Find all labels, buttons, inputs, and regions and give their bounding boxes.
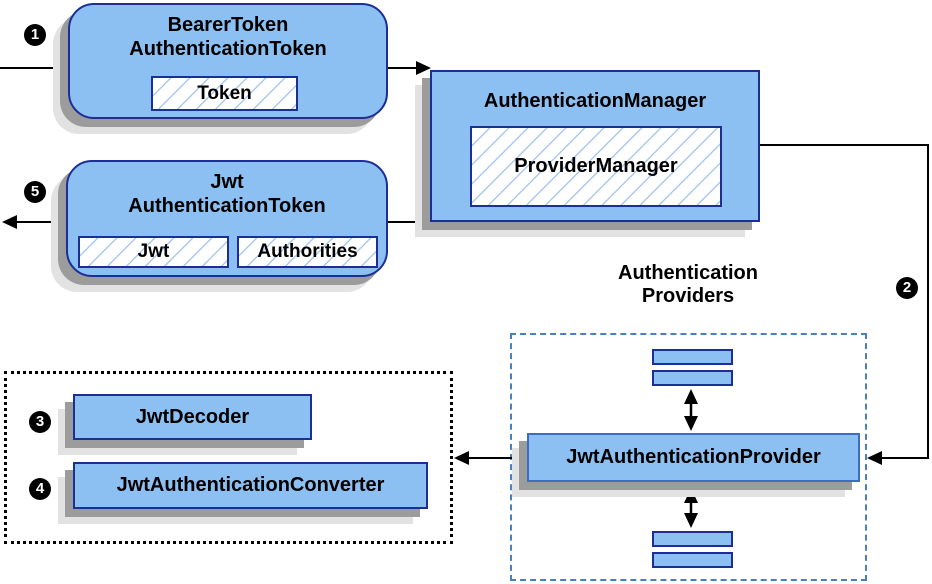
token-chip: Token <box>151 76 298 111</box>
arrowhead-left-icon <box>454 451 469 465</box>
step-3-badge: 3 <box>29 411 51 433</box>
jwt-authentication-token-box: Jwt AuthenticationToken Jwt Authorities <box>66 160 388 277</box>
provider-stack-bar <box>652 349 733 365</box>
arrowhead-left-icon <box>867 451 882 465</box>
step-4-badge: 4 <box>29 478 51 500</box>
authentication-providers-label-line1: Authentication <box>618 262 758 284</box>
authorities-chip: Authorities <box>237 236 378 268</box>
arrowhead-right-icon <box>416 61 431 75</box>
jwt-token-title-line2: AuthenticationToken <box>128 195 326 217</box>
provider-manager-chip: ProviderManager <box>470 126 722 207</box>
provider-stack-bar <box>652 370 733 386</box>
authentication-manager-title: AuthenticationManager <box>483 90 707 112</box>
jwt-authentication-converter-box: JwtAuthenticationConverter <box>73 462 428 509</box>
jwt-token-title-line1: Jwt <box>210 171 244 193</box>
authentication-providers-label: Authentication Providers <box>588 262 788 308</box>
bearer-token-authentication-token-box: BearerToken AuthenticationToken Token <box>68 3 388 119</box>
jwt-decoder-box: JwtDecoder <box>73 394 312 440</box>
step-5-badge: 5 <box>24 181 46 203</box>
authentication-manager-box: AuthenticationManager ProviderManager <box>430 70 760 222</box>
arrowhead-left-icon <box>2 215 17 229</box>
provider-stack-bar <box>652 531 733 547</box>
jwt-authentication-provider-box: JwtAuthenticationProvider <box>527 433 860 482</box>
authentication-providers-label-line2: Providers <box>641 285 735 307</box>
step-2-badge: 2 <box>896 277 918 299</box>
step-1-badge: 1 <box>24 24 46 46</box>
provider-stack-bar <box>652 552 733 568</box>
bearer-token-title-line1: BearerToken <box>167 14 289 36</box>
bearer-token-title-line2: AuthenticationToken <box>129 38 327 60</box>
jwt-chip: Jwt <box>78 236 229 268</box>
